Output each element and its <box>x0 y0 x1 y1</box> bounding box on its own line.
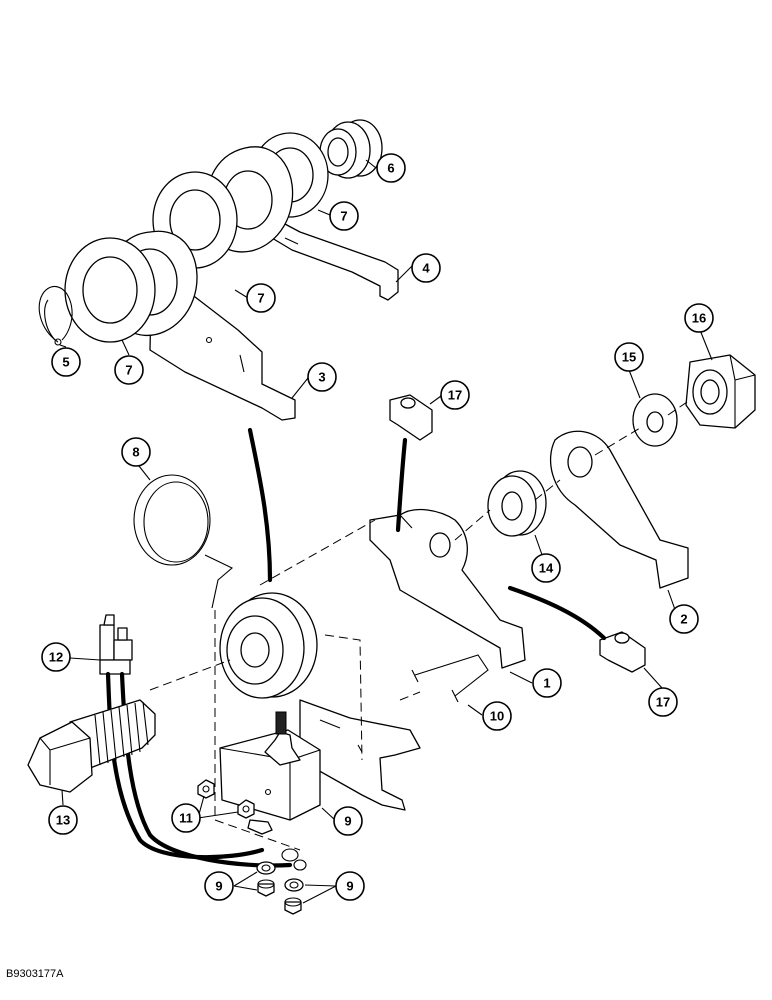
svg-text:7: 7 <box>340 209 347 224</box>
svg-text:13: 13 <box>56 813 70 828</box>
svg-text:15: 15 <box>622 350 636 365</box>
callouts: 1 2 3 4 5 6 7 7 7 8 9 9 9 10 11 12 13 14… <box>41 153 714 901</box>
pulley-assembly <box>133 399 691 851</box>
svg-text:10: 10 <box>490 709 504 724</box>
svg-text:9: 9 <box>344 814 351 829</box>
callout-4: 4 <box>411 253 441 283</box>
microswitch-part-9 <box>219 711 321 821</box>
callout-1: 1 <box>532 668 562 698</box>
svg-text:2: 2 <box>680 612 687 627</box>
nut-part-16 <box>685 354 756 429</box>
spacer-part-14 <box>487 470 547 537</box>
callout-7c: 7 <box>114 355 144 385</box>
callout-3: 3 <box>307 362 337 392</box>
callout-7b: 7 <box>246 283 276 313</box>
arm-plate-part-2 <box>549 430 689 589</box>
svg-text:9: 9 <box>215 879 222 894</box>
callout-10: 10 <box>482 701 512 731</box>
nut-part-11 <box>197 779 255 819</box>
callout-8: 8 <box>121 437 151 467</box>
callout-9-right: 9 <box>335 871 365 901</box>
svg-text:6: 6 <box>387 161 394 176</box>
callout-17-top: 17 <box>440 380 470 410</box>
svg-text:11: 11 <box>179 811 193 826</box>
callout-9-switch: 9 <box>333 806 363 836</box>
callout-11: 11 <box>171 803 201 833</box>
callout-6: 6 <box>376 153 406 183</box>
callout-7a: 7 <box>329 201 359 231</box>
upper-disc-assembly <box>38 119 399 583</box>
screw-washer-part-9-right <box>284 878 304 915</box>
callout-2: 2 <box>669 604 699 634</box>
clip-nut-part-17-top <box>389 394 433 441</box>
washer-part-15 <box>632 393 678 447</box>
svg-text:1: 1 <box>543 676 550 691</box>
spring-part-8 <box>133 474 233 609</box>
svg-text:4: 4 <box>422 261 430 276</box>
callout-9-left: 9 <box>204 871 234 901</box>
electrical-assembly <box>27 614 321 915</box>
svg-text:7: 7 <box>257 291 264 306</box>
svg-text:8: 8 <box>132 445 139 460</box>
svg-text:9: 9 <box>346 879 353 894</box>
bushing-part-6 <box>319 119 383 179</box>
bolt-part-13 <box>27 699 156 793</box>
right-bracket-assembly <box>369 354 756 703</box>
svg-text:12: 12 <box>49 650 63 665</box>
callout-12: 12 <box>41 642 71 672</box>
callout-13: 13 <box>48 805 78 835</box>
clip-nut-part-17-bottom <box>599 631 646 673</box>
svg-text:17: 17 <box>448 388 462 403</box>
disc-part-7-front <box>64 237 156 343</box>
callout-14: 14 <box>531 553 561 583</box>
bracket-part-1 <box>369 508 526 669</box>
figure-code: B9303177A <box>6 968 64 980</box>
svg-text:14: 14 <box>539 561 554 576</box>
callout-15: 15 <box>614 342 644 372</box>
leader-lines <box>59 159 713 904</box>
connector-plug-part-12 <box>99 614 133 675</box>
svg-text:3: 3 <box>318 370 325 385</box>
svg-text:17: 17 <box>656 695 670 710</box>
arm-part-4 <box>267 214 399 301</box>
svg-text:16: 16 <box>692 311 706 326</box>
callout-16: 16 <box>684 303 714 333</box>
snap-ring-part-5 <box>38 286 73 346</box>
svg-text:7: 7 <box>125 363 132 378</box>
u-bolt-part-10 <box>411 654 489 703</box>
callout-5: 5 <box>51 347 81 377</box>
callout-17-bottom: 17 <box>648 687 678 717</box>
svg-text:5: 5 <box>62 355 69 370</box>
screw-washer-part-9-left <box>256 861 276 897</box>
